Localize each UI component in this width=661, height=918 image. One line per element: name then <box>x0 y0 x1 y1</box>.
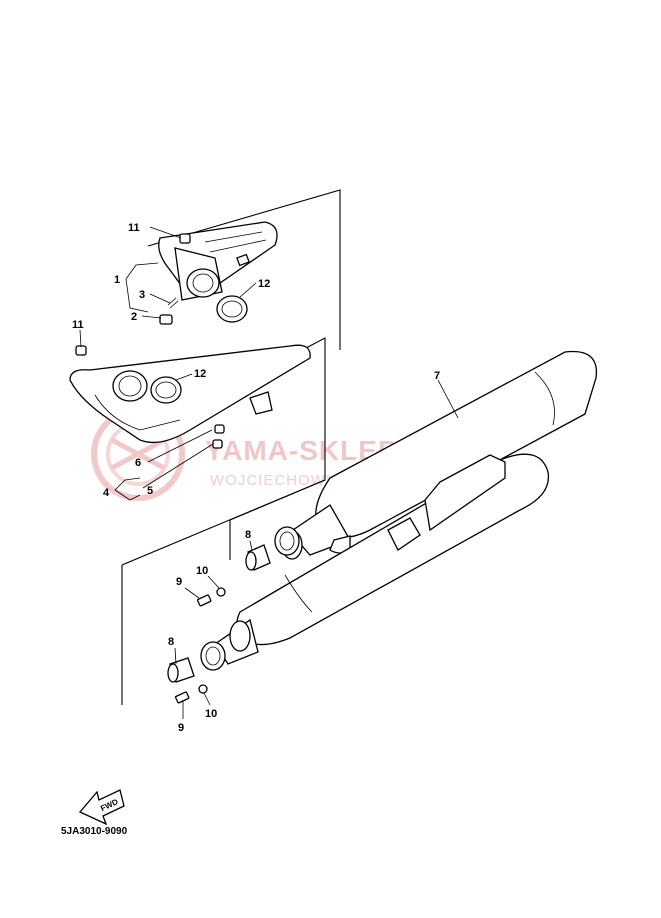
callout-10-lower: 10 <box>205 708 217 720</box>
stud-bolt <box>159 297 179 325</box>
clamp-lower <box>200 641 226 671</box>
callout-11-upper: 11 <box>128 222 140 234</box>
callout-10-upper: 10 <box>196 565 208 577</box>
bolt-lower <box>174 691 190 704</box>
nut-upper <box>179 233 191 244</box>
callout-6: 6 <box>135 457 141 469</box>
callout-1: 1 <box>114 274 120 286</box>
gasket-lower <box>150 376 182 404</box>
callout-8-upper: 8 <box>245 529 251 541</box>
leader-lines <box>79 226 459 719</box>
frame-lower <box>121 479 326 705</box>
callout-5: 5 <box>147 485 153 497</box>
callout-9-lower: 9 <box>178 722 184 734</box>
callout-11-lower: 11 <box>72 319 84 331</box>
callout-3: 3 <box>139 289 145 301</box>
callout-12-upper: 12 <box>258 278 270 290</box>
clamp-upper <box>274 526 300 556</box>
fwd-arrow: FWD <box>78 789 125 826</box>
muffler-upper <box>281 350 598 560</box>
callout-8-lower: 8 <box>168 636 174 648</box>
callout-9-upper: 9 <box>176 576 182 588</box>
callout-4: 4 <box>103 487 110 499</box>
gasket-upper <box>216 295 248 323</box>
catalog-code: 5JA3010-9090 <box>61 826 128 837</box>
callouts: 11 1 3 2 12 11 12 7 6 4 5 8 9 10 8 10 9 <box>72 222 440 734</box>
nut-lower <box>75 345 87 356</box>
joint-lower <box>167 657 195 683</box>
callout-2: 2 <box>131 311 137 323</box>
washer-upper <box>216 587 226 597</box>
callout-7: 7 <box>434 370 440 382</box>
washer-lower <box>198 684 208 694</box>
bracket-bolts <box>212 424 225 449</box>
heat-shield <box>387 454 506 551</box>
bolt-upper <box>196 594 212 607</box>
exhaust-pipe-2 <box>69 344 311 444</box>
callout-12-lower: 12 <box>194 368 206 380</box>
joint-upper <box>245 544 271 571</box>
